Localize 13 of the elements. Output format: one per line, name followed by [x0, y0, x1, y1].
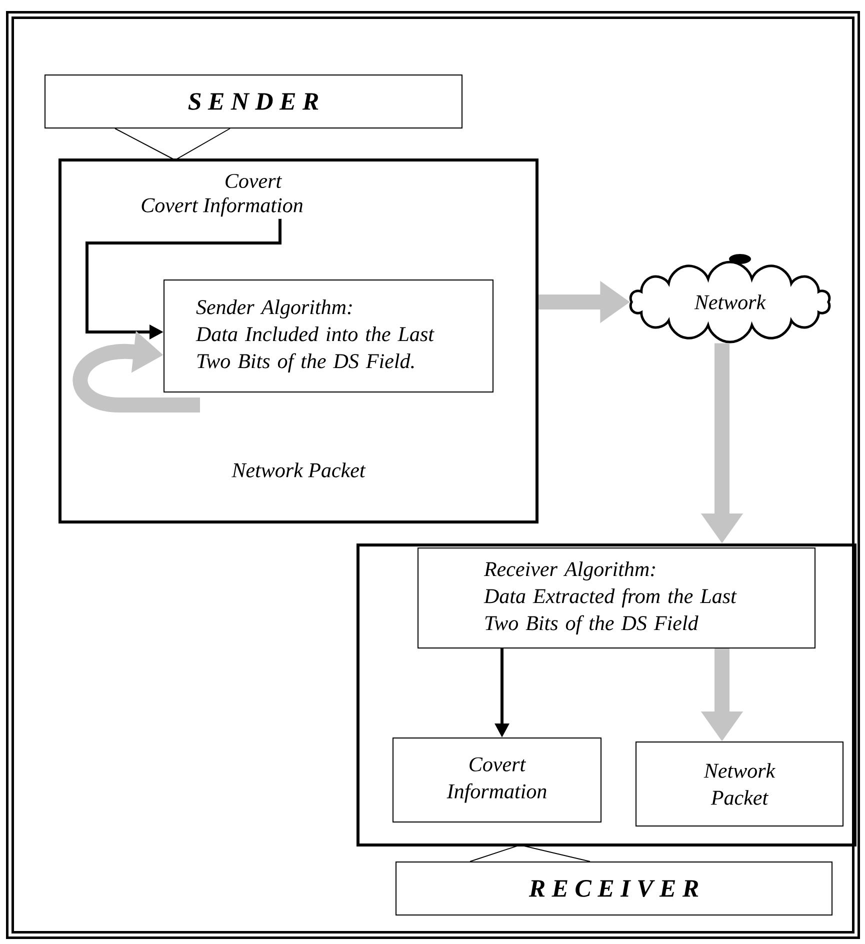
- algorithm-box: Sender Algorithm: Data Included into the Last Two Bits of the DS Field.: [164, 280, 494, 392]
- network-cloud: Network: [629, 254, 831, 344]
- algorithm-box: Receiver Algorithm: Data Extracted from the Last Two Bits of the DS Field: [418, 548, 816, 648]
- packet-label: Network Packet: [232, 462, 366, 478]
- output-box: Covert Information: [392, 738, 602, 822]
- text-label: Covert: [223, 172, 283, 190]
- text-label: Covert Information: [142, 197, 302, 217]
- block-arrow: [72, 330, 200, 412]
- callout-box: S E N D E R: [44, 74, 462, 128]
- output-box: Network Packet: [636, 742, 844, 826]
- packet-box: [58, 158, 538, 524]
- callout-box: R E C E I V E R: [396, 862, 832, 916]
- packet-box: [356, 544, 856, 846]
